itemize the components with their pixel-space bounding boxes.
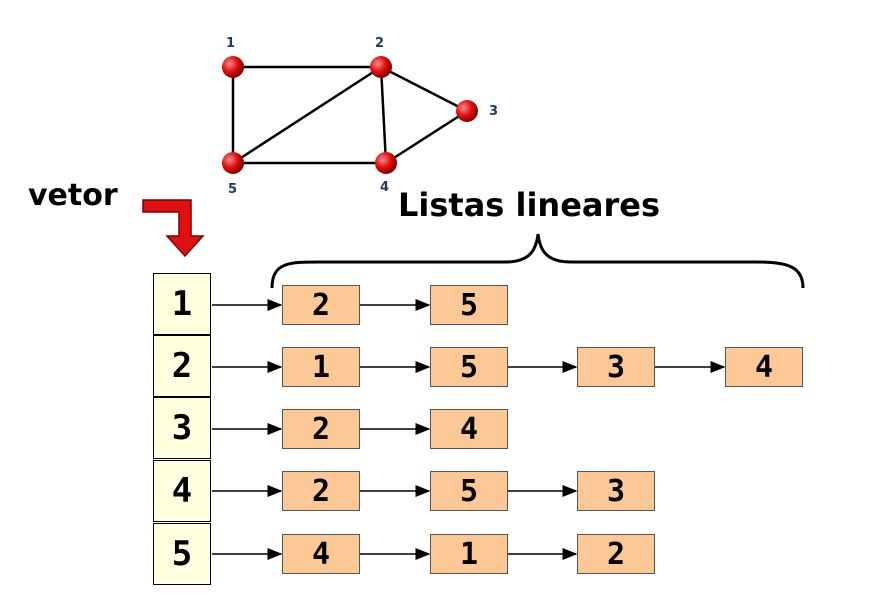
vertex-2	[370, 56, 392, 78]
list-node-5-1: 4	[282, 534, 360, 574]
list-node-3-2: 4	[430, 409, 508, 449]
list-node-4-2: 5	[430, 471, 508, 511]
list-node-2-2: 5	[430, 347, 508, 387]
list-node-1-2: 5	[430, 285, 508, 325]
list-node-5-2: 1	[430, 534, 508, 574]
vertex-label-2: 2	[375, 36, 385, 51]
list-node-4-3: 3	[577, 471, 655, 511]
edge-2-5	[232, 65, 382, 165]
vertex-1	[222, 56, 244, 78]
vertex-label-1: 1	[226, 36, 236, 51]
vertex-4	[375, 152, 397, 174]
vertex-label-3: 3	[489, 104, 499, 119]
list-node-1-1: 2	[282, 285, 360, 325]
vector-cell-4: 4	[153, 460, 211, 522]
vector-cell-5: 5	[153, 523, 211, 585]
vetor-label: vetor	[28, 178, 118, 213]
edge-2-4	[379, 66, 388, 164]
brace	[270, 233, 805, 289]
list-node-5-3: 2	[577, 534, 655, 574]
listas-lineares-title: Listas lineares	[398, 186, 661, 224]
vertex-5	[222, 152, 244, 174]
vector-cell-2: 2	[153, 335, 211, 397]
vector-cell-3: 3	[153, 397, 211, 459]
vector-cell-1: 1	[153, 273, 211, 335]
list-node-3-1: 2	[282, 409, 360, 449]
list-node-2-1: 1	[282, 347, 360, 387]
vertex-label-4: 4	[380, 180, 390, 195]
vertex-label-5: 5	[228, 182, 238, 197]
list-node-2-3: 3	[577, 347, 655, 387]
edge-3-4	[385, 109, 468, 165]
vertex-3	[456, 100, 478, 122]
list-node-4-1: 2	[282, 471, 360, 511]
list-node-2-4: 4	[725, 347, 803, 387]
red-arrow-icon	[142, 199, 205, 258]
edge-2-3	[380, 65, 468, 113]
